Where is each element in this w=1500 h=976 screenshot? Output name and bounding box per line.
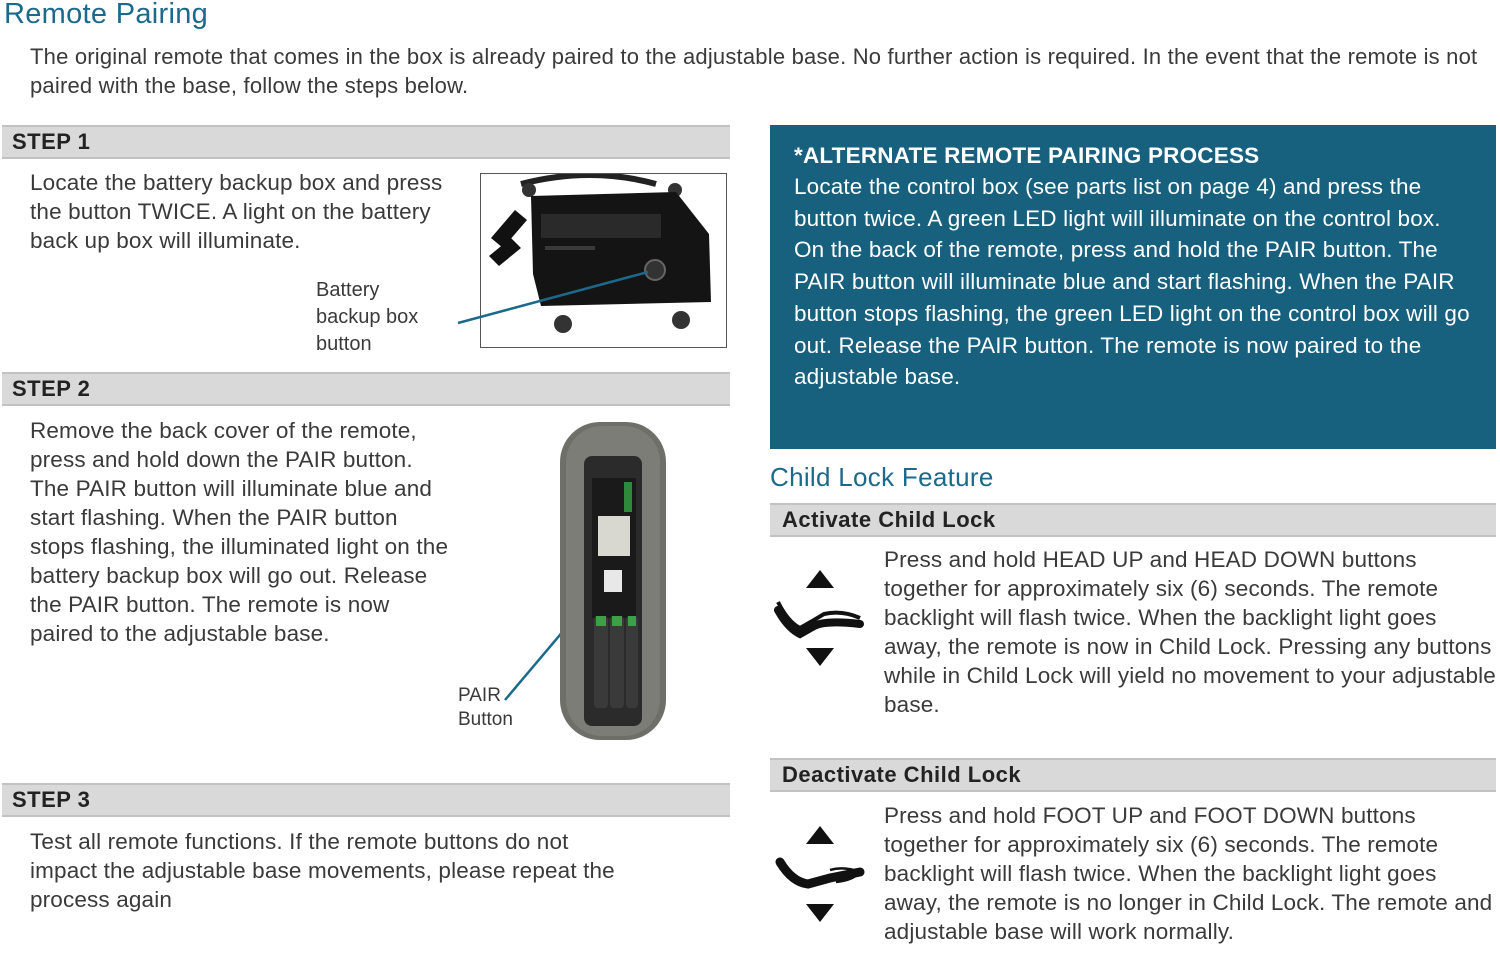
activate-child-lock-header: Activate Child Lock — [770, 503, 1496, 537]
step-3-text: Test all remote functions. If the remote… — [30, 829, 615, 912]
battery-caption-line-1: Battery — [316, 279, 380, 301]
pair-caption: PAIR Button — [458, 684, 513, 732]
head-up-down-icon — [774, 570, 864, 666]
remote-photo — [560, 422, 666, 740]
battery-caption: Battery backup box button — [316, 277, 418, 358]
alternate-pairing-text: Locate the control box (see parts list o… — [794, 174, 1470, 390]
step-2-header: STEP 2 — [2, 372, 730, 406]
child-lock-heading: Child Lock Feature — [770, 462, 994, 492]
step-3-header: STEP 3 — [2, 783, 730, 817]
page-title: Remote Pairing — [4, 0, 209, 30]
alternate-pairing-title: *ALTERNATE REMOTE PAIRING PROCESS — [794, 143, 1260, 168]
foot-up-down-icon — [775, 826, 865, 922]
deactivate-child-lock-text: Press and hold FOOT UP and FOOT DOWN but… — [884, 803, 1493, 944]
deactivate-child-lock-header: Deactivate Child Lock — [770, 758, 1496, 792]
battery-box-illustration — [489, 174, 711, 333]
alternate-pairing-box: *ALTERNATE REMOTE PAIRING PROCESS Locate… — [770, 125, 1496, 449]
pair-caption-line-1: PAIR — [458, 685, 501, 706]
step-1-text: Locate the battery backup box and press … — [30, 170, 443, 253]
step-2-text: Remove the back cover of the remote, pre… — [30, 418, 449, 646]
battery-box-photo — [480, 173, 727, 348]
activate-child-lock-text: Press and hold HEAD UP and HEAD DOWN but… — [884, 547, 1496, 717]
battery-caption-line-3: button — [316, 333, 372, 355]
step-1-header: STEP 1 — [2, 125, 730, 159]
pair-caption-line-2: Button — [458, 709, 513, 730]
battery-caption-line-2: backup box — [316, 306, 419, 328]
intro-text: The original remote that comes in the bo… — [30, 44, 1478, 98]
